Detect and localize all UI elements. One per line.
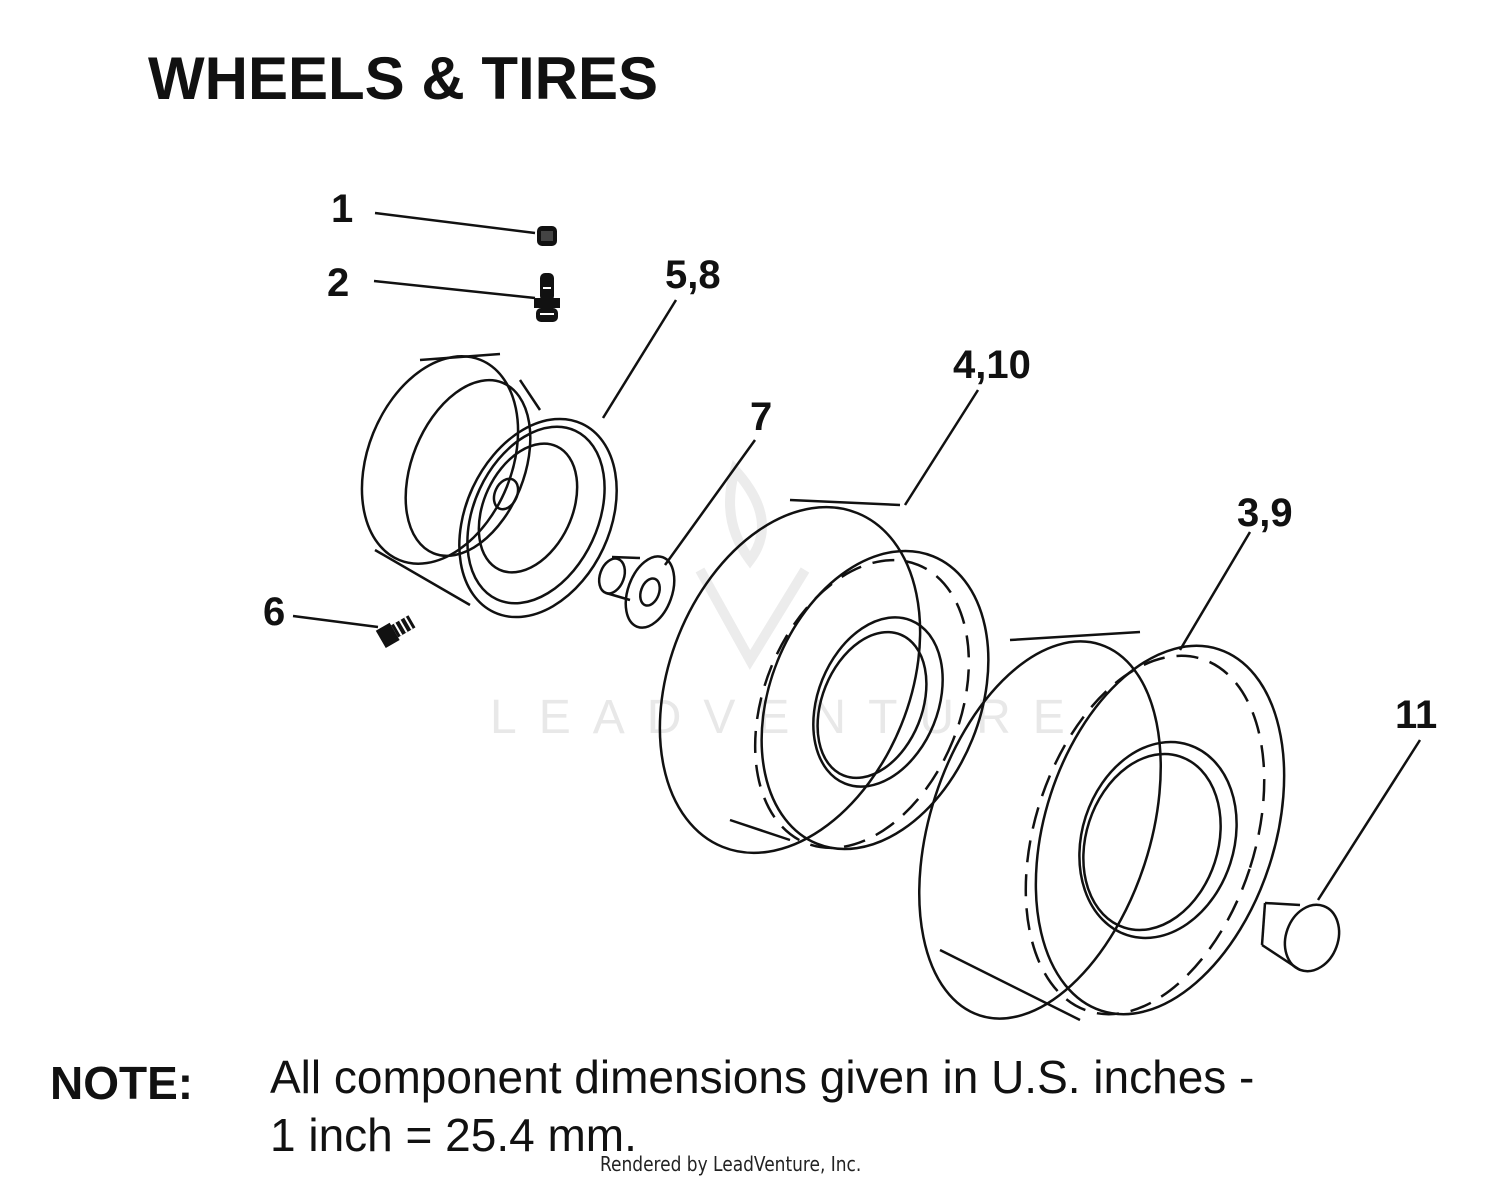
callout-11: 11 bbox=[1395, 693, 1437, 737]
callout-7: 7 bbox=[750, 395, 772, 439]
callout-5-8: 5,8 bbox=[665, 253, 721, 297]
callout-3-9: 3,9 bbox=[1237, 491, 1293, 535]
note-label: NOTE: bbox=[50, 1057, 194, 1109]
callout-2: 2 bbox=[327, 261, 349, 305]
note-line-1: All component dimensions given in U.S. i… bbox=[270, 1051, 1255, 1103]
page-title: WHEELS & TIRES bbox=[148, 45, 659, 112]
wheel-rim-part[interactable] bbox=[333, 333, 647, 643]
watermark-text: LEADVENTURE bbox=[490, 691, 1087, 744]
hub-cap-part[interactable] bbox=[1260, 897, 1348, 979]
callout-6: 6 bbox=[263, 590, 285, 634]
front-tire-part[interactable] bbox=[611, 468, 1030, 892]
rendered-by-credit: Rendered by LeadVenture, Inc. bbox=[600, 1152, 862, 1176]
note-line-2: 1 inch = 25.4 mm. bbox=[270, 1109, 637, 1161]
leader-lines bbox=[292, 211, 1422, 901]
callout-1: 1 bbox=[331, 187, 353, 231]
fitting-part[interactable] bbox=[375, 613, 417, 649]
watermark-logo-icon bbox=[695, 460, 810, 670]
valve-stem-part[interactable] bbox=[534, 273, 560, 322]
valve-cap-part[interactable] bbox=[537, 226, 557, 246]
callout-4-10: 4,10 bbox=[953, 343, 1031, 387]
bushing-part[interactable] bbox=[595, 550, 684, 635]
rear-tire-part[interactable] bbox=[875, 611, 1328, 1050]
